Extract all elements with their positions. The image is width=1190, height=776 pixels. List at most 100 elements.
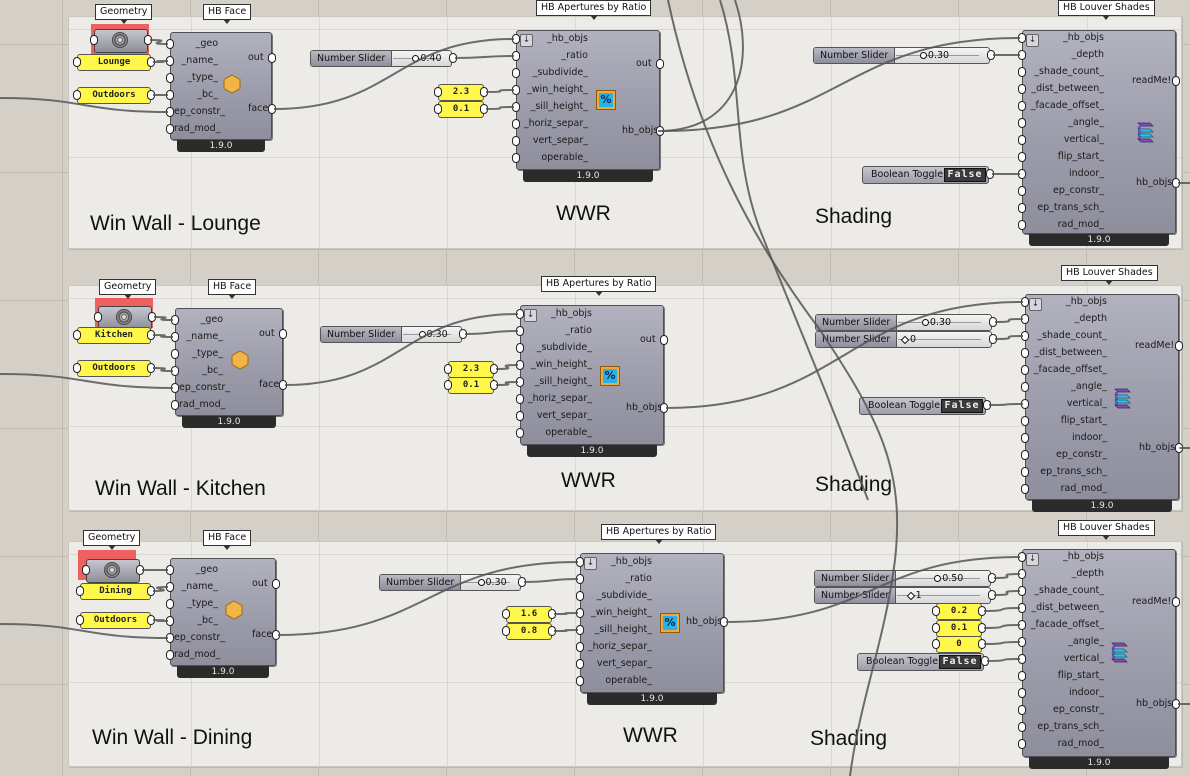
input-port-vertsepar[interactable]: vert_separ_ [536, 410, 592, 421]
input-port-hbobjs[interactable]: _hb_objs [547, 33, 588, 44]
download-arrow-icon[interactable]: ↓ [524, 309, 537, 322]
output-port-readMe[interactable]: readMe! [1132, 75, 1172, 86]
input-port-vertical[interactable]: vertical_ [1066, 398, 1107, 409]
port-grip[interactable] [171, 315, 179, 325]
slider-knob[interactable] [477, 579, 485, 586]
input-port-radmod[interactable]: rad_mod_ [174, 123, 221, 134]
port-grip[interactable] [444, 364, 452, 374]
sill-height-panel[interactable]: 0.1 [438, 101, 484, 118]
toggle-value[interactable]: False [941, 399, 983, 413]
download-arrow-icon[interactable]: ↓ [1026, 553, 1039, 566]
port-grip[interactable] [268, 53, 276, 63]
port-grip[interactable] [983, 400, 991, 410]
output-port-out[interactable]: out [640, 334, 656, 345]
input-port-indoor[interactable]: indoor_ [1069, 168, 1104, 179]
output-port-out[interactable]: out [252, 578, 268, 589]
name-panel[interactable]: Lounge [77, 54, 151, 71]
port-grip[interactable] [490, 364, 498, 374]
port-grip[interactable] [73, 363, 81, 373]
output-port-faces[interactable]: faces [259, 379, 285, 390]
port-grip[interactable] [147, 615, 155, 625]
input-port-eptranssch[interactable]: ep_trans_sch_ [1037, 721, 1104, 732]
slider-knob[interactable] [418, 331, 426, 338]
port-grip[interactable] [434, 104, 442, 114]
port-grip[interactable] [147, 363, 155, 373]
port-grip[interactable] [932, 623, 940, 633]
port-grip[interactable] [512, 68, 520, 78]
input-port-depth[interactable]: _depth [1074, 313, 1107, 324]
name-panel[interactable]: Dining [80, 583, 151, 600]
port-grip[interactable] [656, 126, 664, 136]
input-port-radmod[interactable]: rad_mod_ [1060, 483, 1107, 494]
download-arrow-icon[interactable]: ↓ [520, 34, 533, 47]
bc-panel[interactable]: Outdoors [80, 612, 151, 629]
dist-between-panel[interactable]: 0.2 [936, 603, 982, 620]
port-grip[interactable] [171, 400, 179, 410]
port-grip[interactable] [548, 626, 556, 636]
input-port-operable[interactable]: operable_ [545, 427, 592, 438]
input-port-radmod[interactable]: rad_mod_ [174, 649, 221, 660]
input-port-horizsepar[interactable]: _horiz_separ_ [523, 118, 588, 129]
port-grip[interactable] [1018, 84, 1026, 94]
port-grip[interactable] [166, 633, 174, 643]
port-grip[interactable] [171, 383, 179, 393]
win-height-panel[interactable]: 1.6 [506, 606, 552, 623]
port-grip[interactable] [166, 599, 174, 609]
port-grip[interactable] [76, 615, 84, 625]
port-grip[interactable] [166, 39, 174, 49]
port-grip[interactable] [1175, 443, 1183, 453]
port-grip[interactable] [1018, 722, 1026, 732]
port-grip[interactable] [987, 50, 995, 60]
bc-panel[interactable]: Outdoors [77, 87, 151, 104]
slider-knob[interactable] [900, 335, 910, 345]
output-port-hb_objs[interactable]: hb_objs [686, 616, 723, 627]
port-grip[interactable] [516, 411, 524, 421]
port-grip[interactable] [1021, 331, 1029, 341]
port-grip[interactable] [1021, 382, 1029, 392]
input-port-flipstart[interactable]: flip_start_ [1057, 151, 1104, 162]
input-port-type[interactable]: _type_ [187, 598, 218, 609]
port-grip[interactable] [1018, 654, 1026, 664]
input-port-radmod[interactable]: rad_mod_ [1057, 738, 1104, 749]
port-grip[interactable] [166, 650, 174, 660]
port-grip[interactable] [516, 343, 524, 353]
output-port-readMe[interactable]: readMe! [1135, 340, 1175, 351]
port-grip[interactable] [1018, 203, 1026, 213]
port-grip[interactable] [1021, 365, 1029, 375]
input-port-hbobjs[interactable]: _hb_objs [1063, 551, 1104, 562]
input-port-radmod[interactable]: rad_mod_ [179, 399, 226, 410]
port-grip[interactable] [166, 616, 174, 626]
port-grip[interactable] [1018, 586, 1026, 596]
input-port-angle[interactable]: _angle_ [1071, 381, 1107, 392]
port-grip[interactable] [147, 90, 155, 100]
port-grip[interactable] [978, 639, 986, 649]
port-grip[interactable] [720, 617, 728, 627]
input-port-distbetween[interactable]: _dist_between_ [1031, 602, 1104, 613]
hb-louver-shades-component[interactable]: ↓1.9.0 [1025, 294, 1179, 512]
port-grip[interactable] [272, 630, 280, 640]
toggle-value[interactable]: False [939, 655, 981, 669]
output-port-out[interactable]: out [248, 52, 264, 63]
input-port-operable[interactable]: operable_ [605, 675, 652, 686]
angle-panel[interactable]: 0 [936, 636, 982, 653]
input-port-subdivide[interactable]: _subdivide_ [596, 590, 652, 601]
input-port-geo[interactable]: _geo [195, 564, 218, 575]
slider-knob[interactable] [906, 591, 915, 601]
input-port-hbobjs[interactable]: _hb_objs [611, 556, 652, 567]
input-port-depth[interactable]: _depth [1071, 568, 1104, 579]
port-grip[interactable] [268, 104, 276, 114]
port-grip[interactable] [1018, 671, 1026, 681]
input-port-shadecount[interactable]: _shade_count_ [1037, 330, 1107, 341]
input-port-epconstr[interactable]: ep_constr_ [179, 382, 231, 393]
hb-apertures-component[interactable]: ↓1.9.0 [520, 305, 664, 457]
port-grip[interactable] [1172, 699, 1180, 709]
hb-face-component[interactable]: 1.9.0 [175, 308, 283, 428]
port-grip[interactable] [449, 53, 457, 63]
input-port-geo[interactable]: _geo [195, 38, 218, 49]
port-grip[interactable] [166, 90, 174, 100]
port-grip[interactable] [1018, 67, 1026, 77]
